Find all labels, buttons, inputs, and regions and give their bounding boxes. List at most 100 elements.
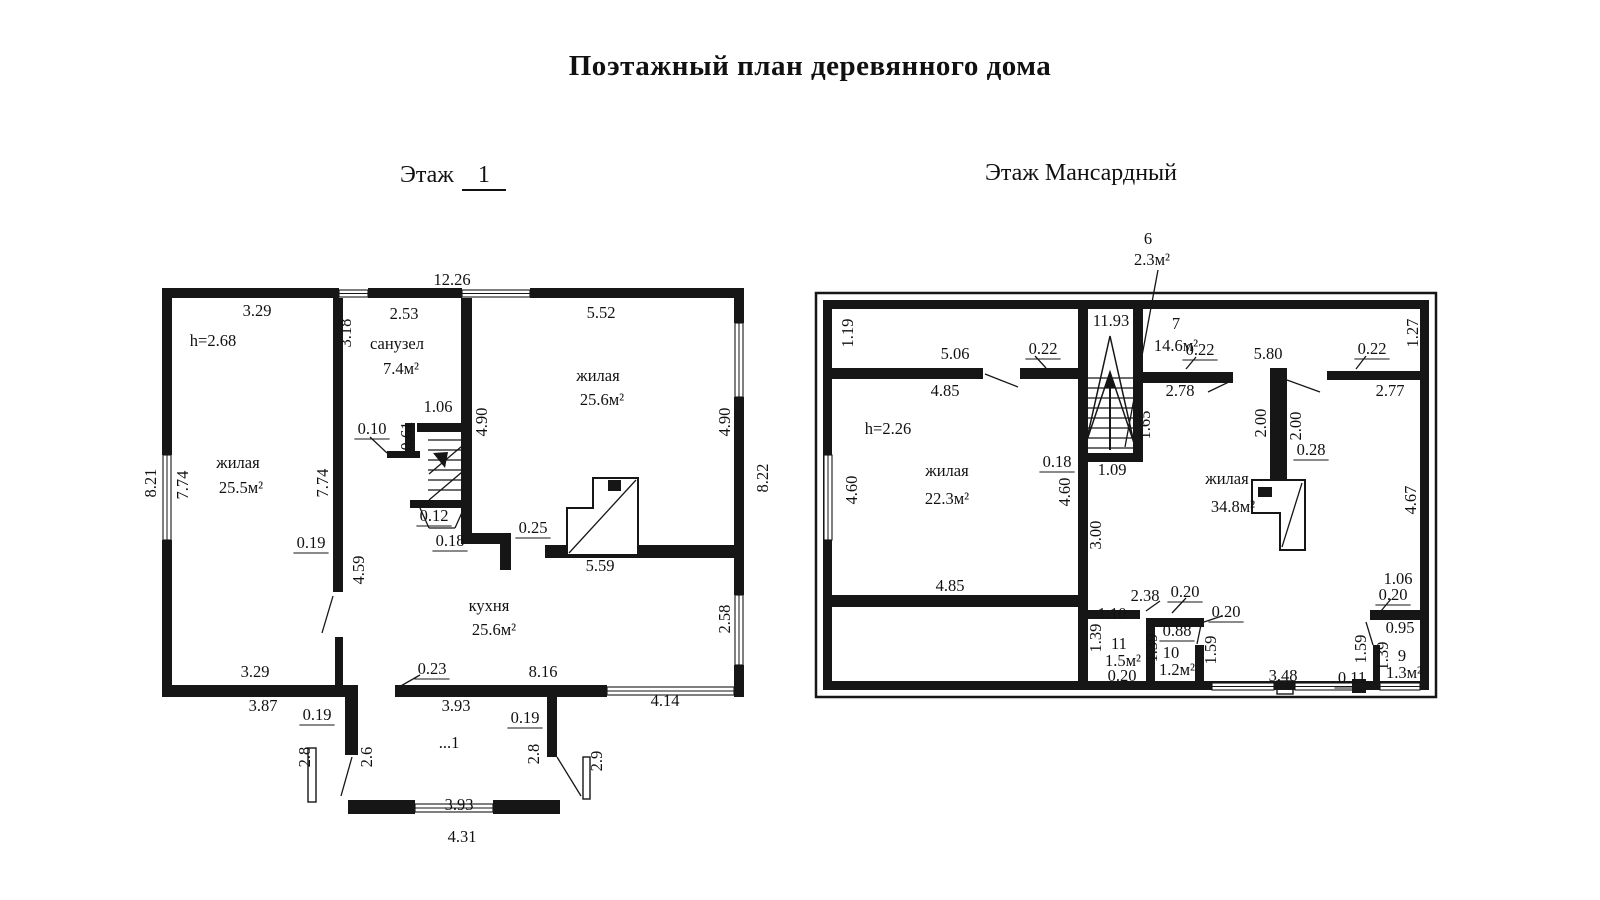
- wall-top: [162, 288, 339, 298]
- room-label: санузел: [370, 334, 424, 353]
- leader: [1145, 600, 1161, 612]
- floor1-caption-prefix: Этаж: [400, 162, 454, 188]
- dim-label: 3.93: [442, 696, 471, 715]
- stair-landing-wall: [1078, 453, 1143, 462]
- dim-label: 1.27: [1403, 319, 1422, 348]
- wall-bottom: [162, 685, 352, 697]
- porch-wall: [547, 697, 557, 757]
- door-leaf: [556, 756, 582, 797]
- stove-firebox: [608, 480, 621, 491]
- wall-top: [823, 300, 1429, 309]
- room10-wall: [1195, 645, 1204, 687]
- chimney-wall: [1270, 368, 1287, 480]
- dim-label: 4.90: [472, 408, 491, 437]
- dim-label: 8.16: [529, 662, 558, 681]
- dim-label: 1.19: [838, 319, 857, 348]
- window: [734, 594, 744, 666]
- wall-right: [1420, 300, 1429, 690]
- dim-label: 4.90: [715, 408, 734, 437]
- dim-label: 0.25: [519, 518, 548, 537]
- wall-partition: [333, 298, 343, 592]
- room9-wall: [1373, 645, 1380, 688]
- dim-label: 0.19: [303, 705, 332, 724]
- dim-label: 1.10: [1098, 604, 1127, 623]
- porch-wall: [348, 800, 415, 814]
- dim-label: 7.74: [313, 469, 332, 498]
- room-area: 25.6м²: [580, 390, 624, 409]
- dim-label: 1.39: [1142, 634, 1161, 663]
- wall-right: [734, 397, 744, 595]
- room-number: 7: [1172, 314, 1180, 333]
- dim-label: 0.19: [511, 708, 540, 727]
- room-label: кухня: [469, 596, 510, 615]
- dim-label: 4.14: [651, 691, 680, 710]
- wall-partition: [830, 368, 983, 379]
- room-area: 1.5м²: [1105, 651, 1141, 670]
- room10-wall: [1146, 627, 1155, 687]
- room-area: 1.3м²: [1386, 663, 1422, 682]
- stairwell-wall: [1133, 309, 1143, 462]
- wall-main-vertical: [1078, 462, 1088, 681]
- dim-label: 0.18: [436, 531, 465, 550]
- stove-firebox: [1258, 487, 1272, 497]
- room-label: жилая: [215, 453, 260, 472]
- stair-wall: [387, 451, 420, 458]
- floor1-caption-number: 1: [461, 162, 506, 191]
- door-leaf: [1286, 379, 1321, 393]
- dim-label: 0.19: [297, 533, 326, 552]
- wall-left: [162, 288, 172, 455]
- wall-block: [1352, 679, 1366, 693]
- dim-label: 11.93: [1093, 311, 1130, 330]
- dim-label: 4.67: [1401, 486, 1420, 515]
- dim-label: 2.9: [587, 751, 606, 772]
- dim-label: 1.59: [1351, 635, 1370, 664]
- wall-jog: [345, 685, 358, 755]
- room-number: 10: [1163, 643, 1180, 662]
- stair-arrowhead: [462, 435, 471, 447]
- door-leaf: [321, 595, 334, 634]
- leader: [1124, 269, 1159, 448]
- dim-label: 2.53: [390, 304, 419, 323]
- room-label: жилая: [924, 461, 969, 480]
- stair-base: [419, 507, 430, 529]
- stair-wall: [405, 423, 415, 457]
- dim-label: 1.39: [1086, 624, 1105, 653]
- dim-label: 4.85: [936, 576, 965, 595]
- dim-label: 0.22: [1029, 339, 1058, 358]
- room-number: ...1: [439, 733, 460, 752]
- dim-label: 1.59: [1201, 636, 1220, 665]
- room-label: жилая: [575, 366, 620, 385]
- room-label: жилая: [1204, 469, 1249, 488]
- floor2-caption: Этаж Мансардный: [985, 160, 1177, 186]
- roof-peak-symbol: [1085, 335, 1135, 444]
- dim-label: 8.22: [753, 464, 772, 493]
- dim-label: 0.22: [1186, 340, 1215, 359]
- dim-label: 3.00: [1086, 521, 1105, 550]
- porch-wall: [582, 756, 591, 800]
- window: [162, 454, 172, 541]
- dim-label: 5.06: [941, 344, 970, 363]
- height-label: h=2.68: [190, 331, 236, 350]
- dim-label: 3.87: [249, 696, 278, 715]
- dim-label: 12.26: [433, 270, 470, 289]
- dim-label: 2.58: [715, 605, 734, 634]
- dim-label: 1.06: [424, 397, 453, 416]
- dim-label: 4.59: [349, 556, 368, 585]
- window-post: [1276, 680, 1294, 695]
- room-number: 11: [1111, 634, 1127, 653]
- dim-label: 0.20: [1212, 602, 1241, 621]
- window: [1379, 682, 1421, 691]
- dim-label: 1.65: [1135, 411, 1154, 440]
- outer-border: [814, 291, 1438, 699]
- window: [338, 289, 369, 298]
- room-area: 22.3м²: [925, 489, 969, 508]
- leader: [1034, 355, 1047, 369]
- dim-label: 4.60: [842, 476, 861, 505]
- wall-right: [734, 665, 744, 697]
- dim-label: 4.60: [1055, 478, 1074, 507]
- room-area: 25.5м²: [219, 478, 263, 497]
- dim-label: 0.61: [397, 422, 416, 451]
